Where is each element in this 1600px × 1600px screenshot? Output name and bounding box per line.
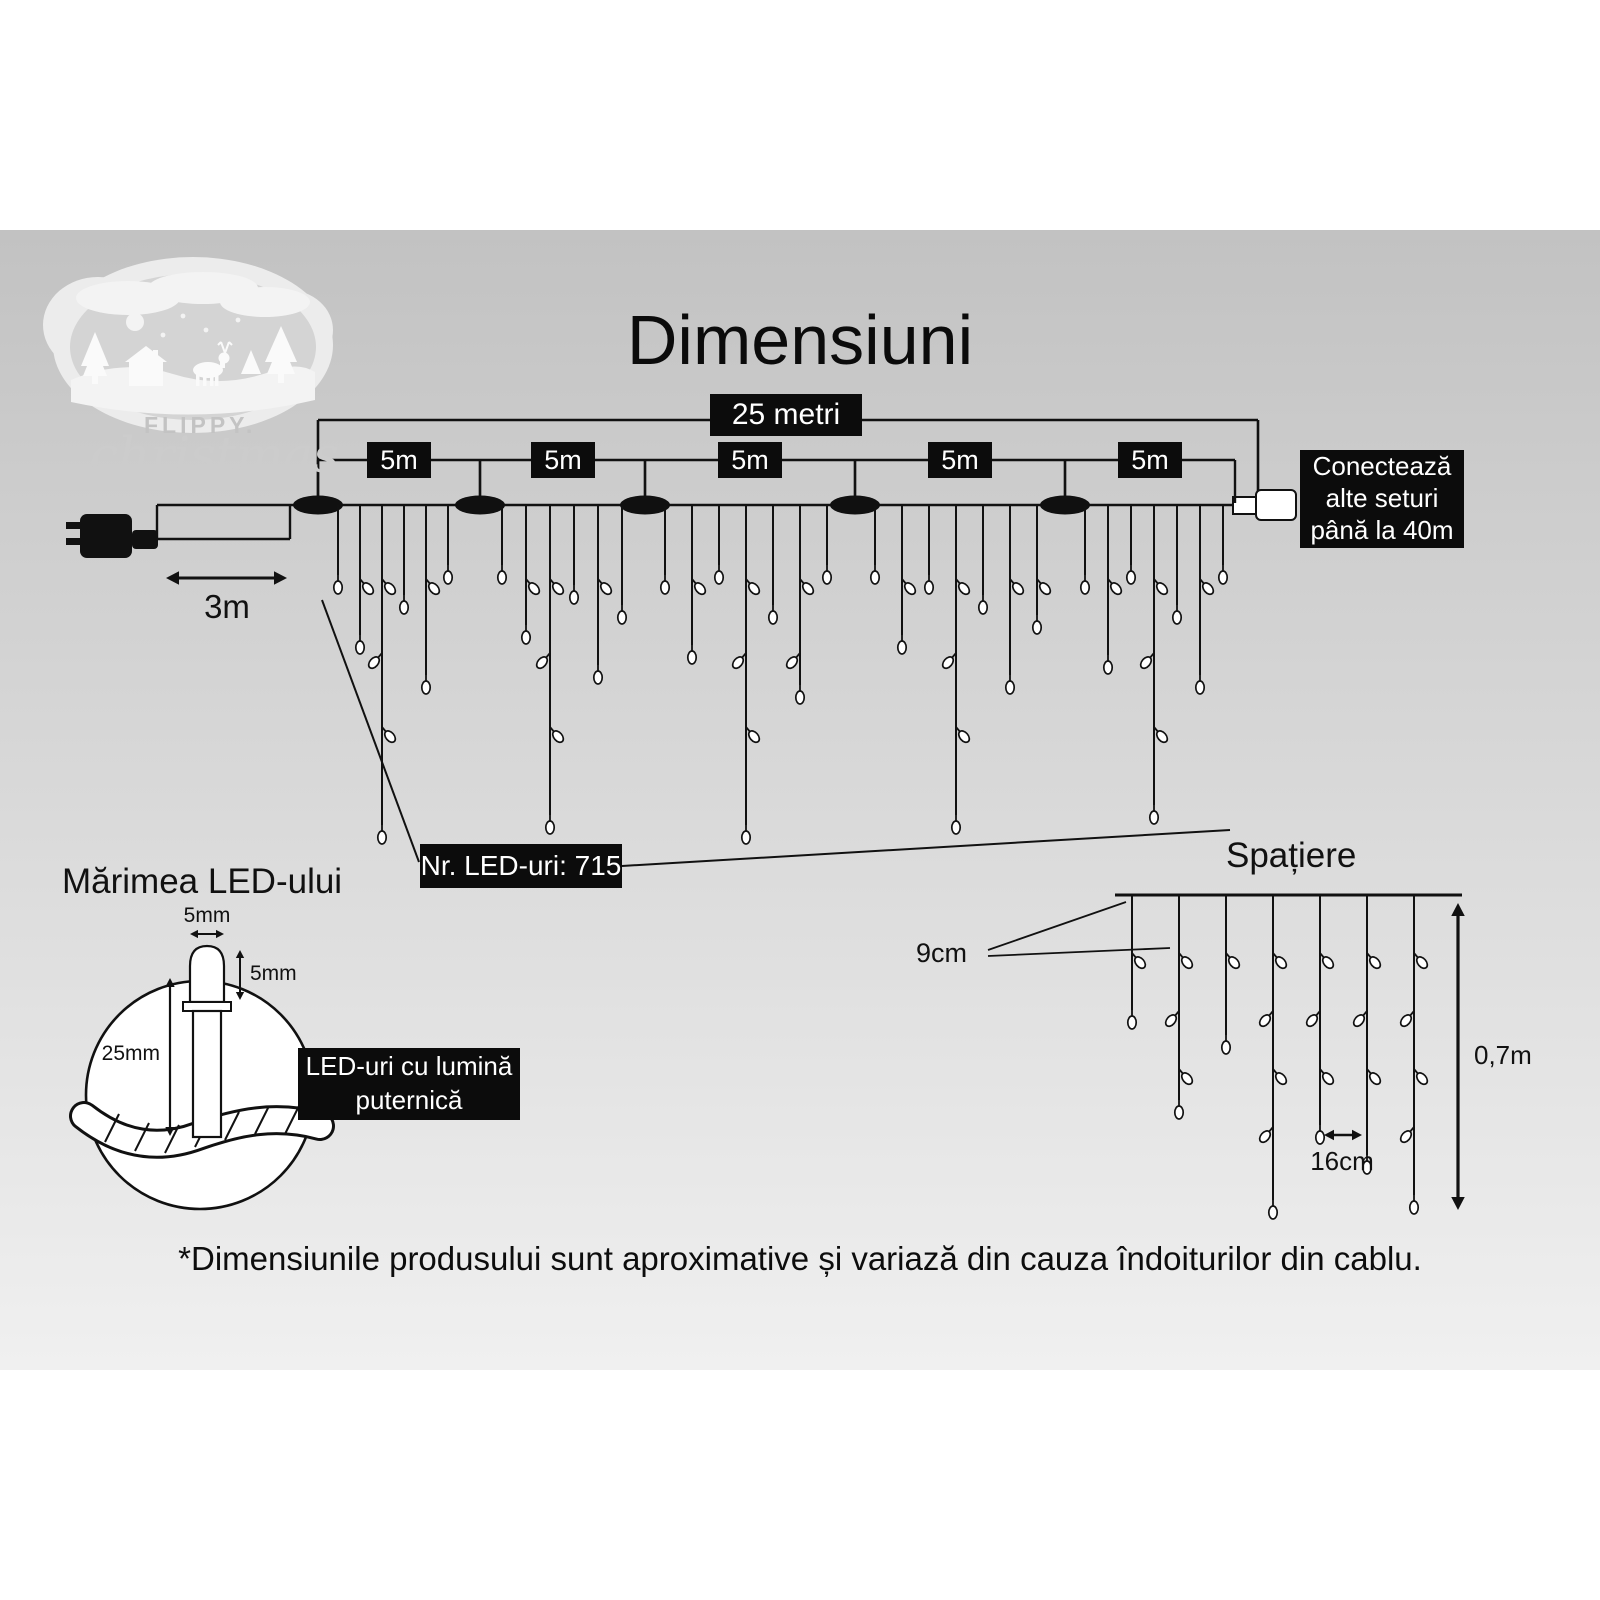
measure-arrow	[190, 929, 224, 939]
led-gap-label: 16cm	[1310, 1146, 1374, 1176]
led-brightness-callout: LED-uri cu lumină puternică	[298, 1048, 520, 1120]
measure-arrow	[1451, 903, 1465, 1210]
bulb-height-label: 5mm	[250, 962, 297, 985]
segment-label-4: 5m	[928, 442, 992, 478]
winter-scene-icon	[43, 257, 333, 433]
spacing-detail	[987, 893, 1462, 1220]
drop-height-label: 0,7m	[1474, 1040, 1532, 1070]
segment-label-3: 5m	[718, 442, 782, 478]
segment-label-2: 5m	[531, 442, 595, 478]
bulb-width-label: 5mm	[183, 904, 231, 927]
led-size-heading: Mărimea LED-ului	[62, 862, 343, 901]
measure-arrow	[166, 571, 287, 585]
total-length-label: 25 metri	[710, 394, 862, 436]
bulb-length-label: 25mm	[101, 1042, 160, 1065]
main-string-diagram	[66, 418, 1297, 867]
led-count-label: Nr. LED-uri: 715	[420, 844, 622, 888]
spacing-heading: Spațiere	[1226, 836, 1357, 875]
footnote-text: *Dimensiunile produsului sunt aproximati…	[178, 1240, 1422, 1277]
brand-logo: FLIPPY. christmas	[38, 250, 339, 510]
measure-arrow	[165, 978, 175, 1136]
segment-label-5: 5m	[1118, 442, 1182, 478]
lead-length-label: 3m	[204, 588, 250, 625]
page-title: Dimensiuni	[626, 301, 974, 379]
segment-label-1: 5m	[367, 442, 431, 478]
brand-script-text: christmas	[90, 426, 339, 484]
measure-arrow	[235, 950, 245, 1000]
measure-arrow	[1324, 1129, 1362, 1141]
led-size-detail	[69, 944, 335, 1211]
drop-gap-label: 9cm	[916, 938, 968, 968]
connect-other-sets-note: Conectează alte seturi până la 40m	[1300, 450, 1464, 548]
brand-name: FLIPPY.	[144, 412, 257, 438]
